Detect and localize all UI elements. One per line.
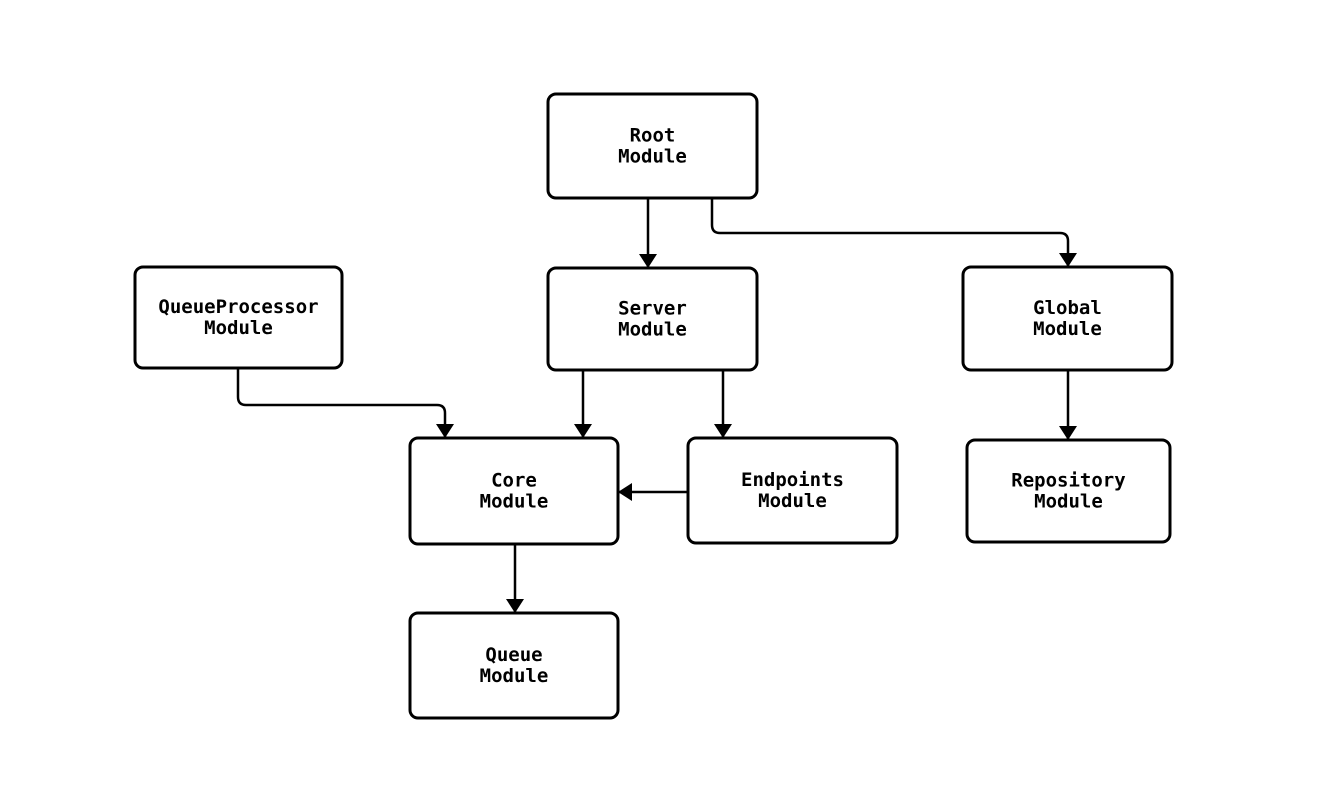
node-box xyxy=(961,265,1174,372)
edge-root-to-global xyxy=(710,198,1077,267)
node-box xyxy=(133,265,344,370)
node-box xyxy=(408,611,620,720)
node-box xyxy=(546,92,759,200)
node-box xyxy=(686,436,899,545)
node-box xyxy=(965,438,1172,544)
edge-queueprocessor-to-core xyxy=(236,368,454,438)
node-box xyxy=(408,436,620,546)
node-box xyxy=(546,266,759,372)
